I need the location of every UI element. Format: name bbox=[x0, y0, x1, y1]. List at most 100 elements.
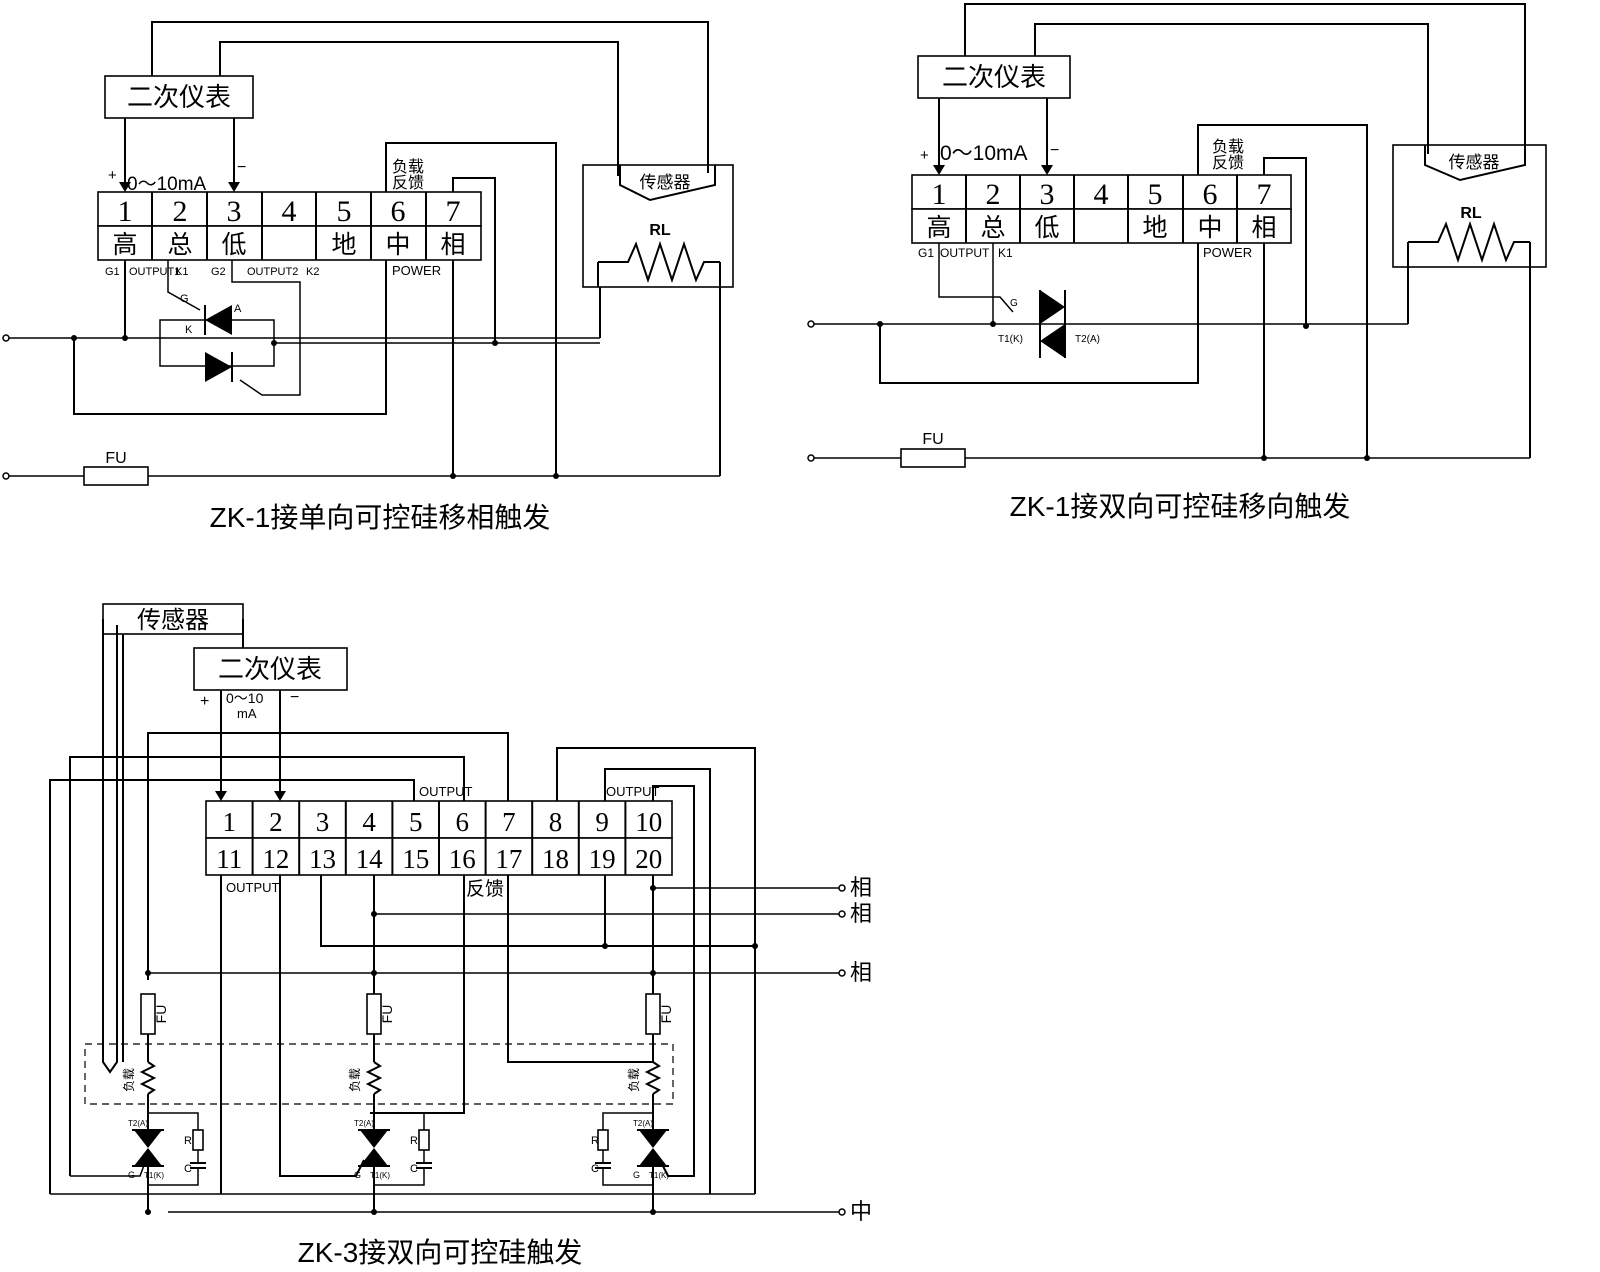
terminal-5: 5 bbox=[409, 807, 423, 837]
diagram-1-caption: ZK-1接单向可控硅移相触发 bbox=[210, 502, 551, 533]
phase-label-1: 相 bbox=[850, 876, 872, 901]
terminal-9: 9 bbox=[595, 807, 609, 837]
rl-label: RL bbox=[649, 222, 671, 239]
pin-g1: G1 bbox=[918, 246, 934, 260]
pin-k1: K1 bbox=[175, 266, 188, 278]
rl-resistor bbox=[1408, 220, 1530, 264]
load-label: 负载 bbox=[348, 1068, 362, 1092]
feedback-label-line2: 反馈 bbox=[1212, 153, 1244, 172]
diagram-3: 传感器 二次仪表 + 0～10 mA − 1112123134145156167… bbox=[49, 603, 872, 1268]
load-resistor bbox=[644, 1061, 662, 1095]
feedback-label-line2: 反馈 bbox=[392, 173, 424, 192]
load-enclosure bbox=[84, 1043, 674, 1105]
scr-g-label: G bbox=[180, 293, 189, 305]
sensor-label: 传感器 bbox=[640, 173, 691, 193]
secondary-meter-label: 二次仪表 bbox=[127, 83, 231, 113]
terminal-18: 18 bbox=[542, 844, 569, 874]
function-total: 总 bbox=[980, 213, 1005, 242]
terminal-15: 15 bbox=[402, 844, 429, 874]
terminal-7: 7 bbox=[446, 195, 461, 228]
terminal-5: 5 bbox=[1148, 178, 1163, 211]
terminal-4: 4 bbox=[1094, 178, 1109, 211]
function-high: 高 bbox=[926, 213, 951, 242]
terminal-16: 16 bbox=[449, 844, 476, 874]
terminal-2: 2 bbox=[269, 807, 283, 837]
function-neutral: 中 bbox=[1197, 213, 1222, 242]
pin-k2: K2 bbox=[306, 266, 319, 278]
diagram-2-wires: G T1(K) T2(A) FU bbox=[807, 3, 1531, 468]
terminal-5: 5 bbox=[337, 195, 352, 228]
terminal-20: 20 bbox=[635, 844, 662, 874]
output-label-bottom: OUTPUT bbox=[226, 880, 280, 895]
phase-label-2: 相 bbox=[850, 902, 872, 927]
terminal-3: 3 bbox=[227, 195, 242, 228]
terminal-7: 7 bbox=[502, 807, 516, 837]
resistor-r bbox=[597, 1129, 609, 1151]
triac-t1-label: T1(K) bbox=[370, 1171, 390, 1180]
terminal-2: 2 bbox=[986, 178, 1001, 211]
triac-lower bbox=[1040, 324, 1065, 358]
triac-lower bbox=[360, 1148, 388, 1166]
terminal-11: 11 bbox=[216, 844, 242, 874]
triac-t1-label: T1(K) bbox=[144, 1171, 164, 1180]
function-ground: 地 bbox=[1142, 213, 1167, 242]
secondary-meter-box bbox=[917, 55, 1071, 99]
function-ground: 地 bbox=[331, 230, 356, 259]
diagram-3-wires bbox=[49, 619, 846, 1216]
triac-t1-label: T1(K) bbox=[998, 334, 1023, 345]
scr-1 bbox=[205, 305, 232, 335]
triac-upper bbox=[134, 1130, 162, 1148]
terminal-6: 6 bbox=[391, 195, 406, 228]
terminal-strip-2: 1 2 3 4 5 6 7 高 总 低 地 中 相 bbox=[911, 174, 1292, 244]
output-label-top-left: OUTPUT bbox=[419, 784, 473, 799]
terminal-1: 1 bbox=[223, 807, 237, 837]
secondary-meter-box bbox=[193, 647, 348, 691]
c-label: C bbox=[591, 1163, 599, 1175]
sensor-probe bbox=[619, 165, 716, 202]
triac-g-label: G bbox=[128, 1170, 135, 1180]
resistor-r bbox=[192, 1129, 204, 1151]
terminal-4: 4 bbox=[282, 195, 297, 228]
signal-range: 0～10mA bbox=[940, 142, 1028, 165]
load-resistor bbox=[139, 1061, 157, 1095]
phase-label-3: 相 bbox=[850, 961, 872, 986]
scr-a-label: A bbox=[234, 303, 242, 315]
fuse-1 bbox=[83, 466, 149, 486]
triac-upper bbox=[360, 1130, 388, 1148]
plus-sign: + bbox=[200, 693, 209, 710]
diagram-1-wires: G K A FU bbox=[2, 21, 721, 486]
terminal-3: 3 bbox=[1040, 178, 1055, 211]
feedback-label-line1: 负载 bbox=[1212, 137, 1244, 156]
terminal-12: 12 bbox=[262, 844, 289, 874]
diagram-1: 二次仪表 传感器 RL 1 2 3 4 5 6 7 高 总 低 bbox=[2, 21, 734, 533]
rl-resistor bbox=[598, 240, 720, 284]
r-label: R bbox=[184, 1135, 192, 1147]
sensor-box bbox=[582, 164, 734, 288]
signal-range: 0～10 bbox=[226, 690, 264, 706]
pin-power: POWER bbox=[392, 263, 441, 278]
diagram-2-caption: ZK-1接双向可控硅移向触发 bbox=[1010, 491, 1351, 522]
feedback-label: 反馈 bbox=[466, 878, 504, 900]
function-total: 总 bbox=[167, 230, 192, 259]
terminal-1: 1 bbox=[932, 178, 947, 211]
function-neutral: 中 bbox=[385, 230, 410, 259]
diagram-2: 二次仪表 传感器 RL 1 2 3 4 5 6 7 高 总 低 bbox=[807, 3, 1547, 522]
pin-output2: OUTPUT2 bbox=[247, 266, 298, 278]
scr-k-label: K bbox=[185, 324, 193, 336]
terminal-10: 10 bbox=[635, 807, 662, 837]
resistor-r bbox=[418, 1129, 430, 1151]
function-low: 低 bbox=[221, 230, 246, 259]
terminal-14: 14 bbox=[356, 844, 384, 874]
sensor-probe bbox=[1424, 145, 1526, 182]
triac-g-label: G bbox=[633, 1170, 640, 1180]
triac-lower bbox=[134, 1148, 162, 1166]
triac-t2-label: T2(A) bbox=[633, 1119, 653, 1128]
function-phase: 相 bbox=[1251, 213, 1276, 242]
neutral-label: 中 bbox=[850, 1200, 872, 1225]
secondary-meter-label: 二次仪表 bbox=[942, 63, 1046, 93]
fuse-2 bbox=[900, 448, 966, 468]
function-low: 低 bbox=[1034, 213, 1059, 242]
load-label: 负载 bbox=[627, 1068, 641, 1092]
